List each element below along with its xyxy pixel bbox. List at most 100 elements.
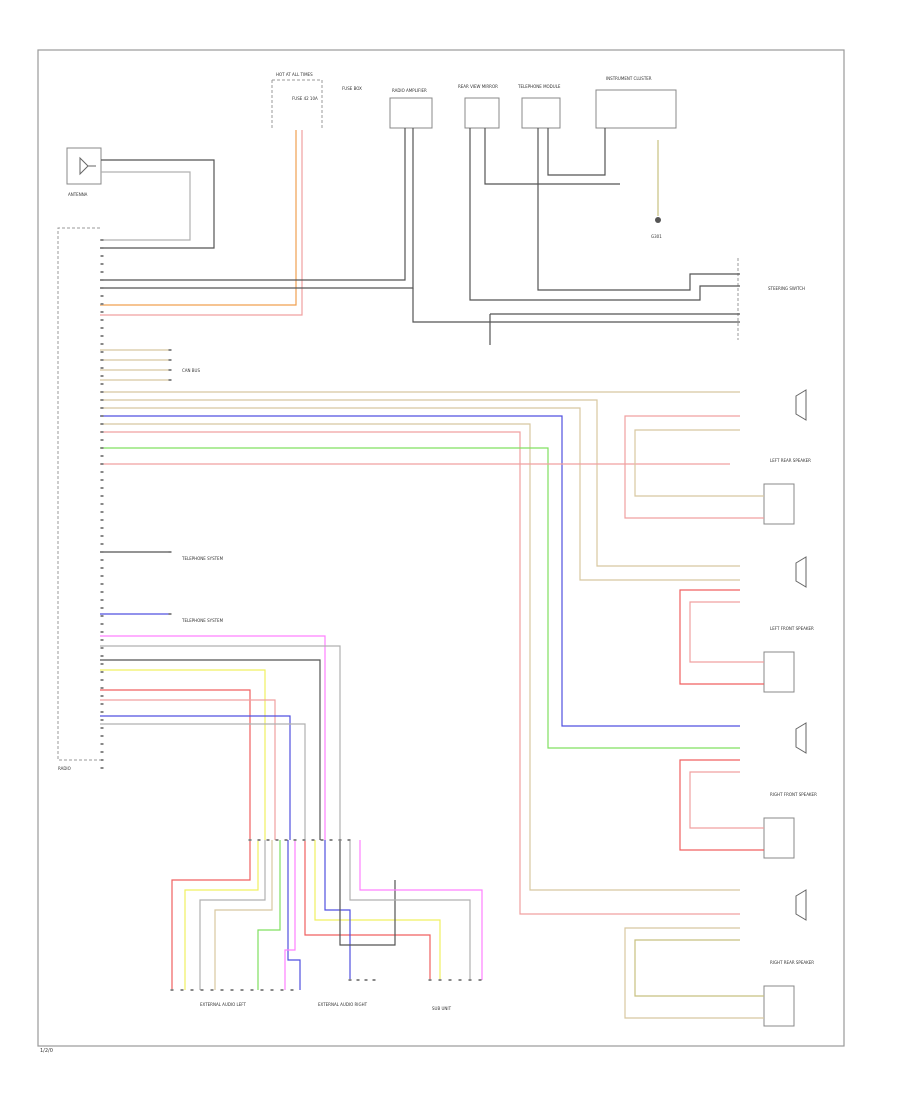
pin-marker bbox=[170, 989, 174, 991]
rear-mirror-label: REAR VIEW MIRROR bbox=[458, 84, 498, 89]
pin-marker bbox=[100, 727, 104, 729]
pin-marker bbox=[100, 407, 104, 409]
audio-wire bbox=[184, 840, 259, 990]
pin-marker bbox=[210, 989, 214, 991]
wires-group bbox=[100, 128, 764, 1019]
pin-marker bbox=[100, 311, 104, 313]
pin-marker bbox=[168, 613, 172, 615]
pin-marker bbox=[100, 663, 104, 665]
pin-marker bbox=[100, 415, 104, 417]
pin-marker bbox=[100, 607, 104, 609]
pin-marker bbox=[100, 639, 104, 641]
radio-amp-box bbox=[389, 97, 433, 129]
signal-wire bbox=[100, 128, 406, 281]
speaker-wire bbox=[634, 939, 764, 997]
pin-marker bbox=[100, 455, 104, 457]
pin-marker bbox=[338, 839, 342, 841]
pin-marker bbox=[290, 989, 294, 991]
power-wire bbox=[100, 130, 303, 316]
signal-wire bbox=[469, 128, 560, 301]
pin-marker bbox=[100, 711, 104, 713]
speaker-wire bbox=[100, 423, 740, 891]
pin-marker bbox=[100, 319, 104, 321]
pin-marker bbox=[100, 695, 104, 697]
pin-marker bbox=[100, 295, 104, 297]
pin-marker bbox=[100, 439, 104, 441]
pin-marker bbox=[100, 647, 104, 649]
pin-marker bbox=[100, 575, 104, 577]
tweeter-icon bbox=[795, 389, 807, 421]
radio-amp-label: RADIO AMPLIFIER bbox=[392, 88, 427, 93]
pin-marker bbox=[257, 839, 261, 841]
pin-marker bbox=[100, 479, 104, 481]
antenna-icon bbox=[79, 156, 96, 176]
pin-marker bbox=[280, 989, 284, 991]
pin-marker bbox=[320, 839, 324, 841]
left-rear-speaker-label: LEFT REAR SPEAKER bbox=[770, 458, 811, 463]
pin-marker bbox=[100, 543, 104, 545]
pin-marker bbox=[100, 263, 104, 265]
pin-marker bbox=[100, 591, 104, 593]
pin-marker bbox=[438, 979, 442, 981]
pin-marker bbox=[100, 375, 104, 377]
pin-marker bbox=[100, 751, 104, 753]
telephone-system-label: TELEPHONE SYSTEM bbox=[181, 556, 224, 561]
speaker-wire bbox=[634, 429, 764, 497]
audio-wire bbox=[100, 689, 251, 840]
radio-module-label: RADIO bbox=[58, 766, 71, 771]
audio-wire bbox=[100, 669, 266, 840]
pin-marker bbox=[100, 335, 104, 337]
audio-wire bbox=[100, 635, 326, 840]
pin-marker bbox=[100, 399, 104, 401]
speaker-wire bbox=[689, 771, 764, 829]
pin-marker bbox=[100, 735, 104, 737]
audio-wire bbox=[339, 840, 396, 946]
pin-marker bbox=[311, 839, 315, 841]
instrument-label: INSTRUMENT CLUSTER bbox=[606, 76, 652, 81]
pin-marker bbox=[100, 631, 104, 633]
speaker-wire bbox=[100, 399, 740, 567]
pin-marker bbox=[329, 839, 333, 841]
antenna-box bbox=[66, 147, 102, 185]
pin-marker bbox=[200, 989, 204, 991]
pin-marker bbox=[240, 989, 244, 991]
pin-marker bbox=[100, 359, 104, 361]
pin-marker bbox=[100, 767, 104, 769]
pin-marker bbox=[270, 989, 274, 991]
pin-marker bbox=[458, 979, 462, 981]
antenna-label: ANTENNA bbox=[68, 192, 88, 197]
audio-wire bbox=[100, 723, 306, 840]
audio-wire bbox=[304, 840, 431, 980]
pin-marker bbox=[100, 447, 104, 449]
right-rear-speaker-label: RIGHT REAR SPEAKER bbox=[770, 960, 814, 965]
pin-marker bbox=[372, 979, 376, 981]
right-front-speaker-box bbox=[763, 817, 795, 859]
pin-marker bbox=[266, 839, 270, 841]
pin-marker bbox=[100, 431, 104, 433]
signal-wire bbox=[489, 313, 740, 345]
pin-marker bbox=[100, 559, 104, 561]
fuse-box-label: FUSE BOX bbox=[342, 86, 362, 91]
pin-marker bbox=[347, 839, 351, 841]
steering-switch-label: STEERING SWITCH bbox=[768, 286, 805, 291]
diagram-frame bbox=[37, 49, 845, 1047]
pin-marker bbox=[348, 979, 352, 981]
pin-marker bbox=[168, 359, 172, 361]
pin-marker bbox=[100, 327, 104, 329]
speaker-wire bbox=[679, 589, 764, 685]
power-wire bbox=[100, 130, 297, 306]
pin-marker bbox=[260, 989, 264, 991]
pin-marker bbox=[284, 839, 288, 841]
pin-marker bbox=[100, 351, 104, 353]
signal-wire bbox=[484, 128, 620, 185]
radio-module-outline bbox=[57, 227, 100, 761]
right-rear-speaker-box bbox=[763, 985, 795, 1027]
antenna-wire bbox=[100, 159, 215, 249]
pin-marker bbox=[168, 369, 172, 371]
pin-marker bbox=[100, 511, 104, 513]
audio-wire bbox=[257, 840, 281, 990]
pin-marker bbox=[100, 239, 104, 241]
ground-symbol bbox=[655, 217, 661, 223]
instrument-box bbox=[595, 89, 677, 129]
rear-mirror-box bbox=[464, 97, 500, 129]
